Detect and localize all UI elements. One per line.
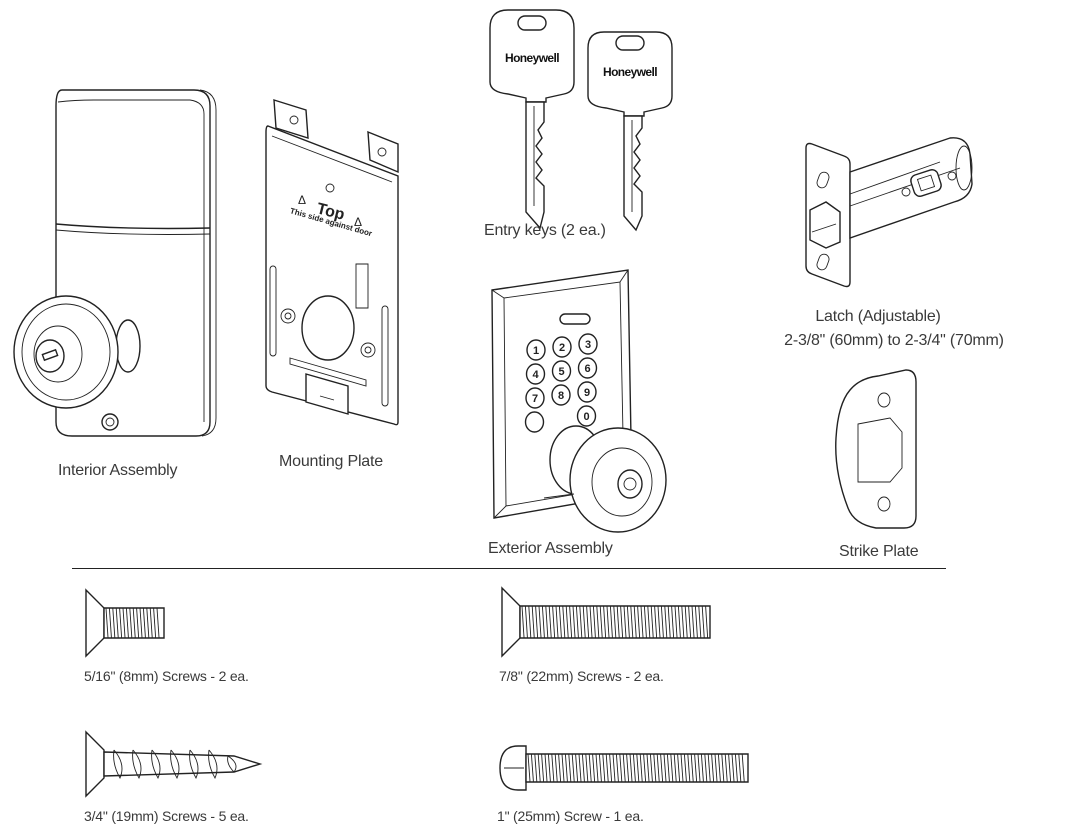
strike-plate-label: Strike Plate	[839, 543, 919, 560]
interior-assembly-label: Interior Assembly	[58, 462, 178, 479]
keypad-key-label: 2	[559, 342, 565, 354]
keypad-key-6	[579, 358, 597, 378]
keypad-key-5	[553, 361, 571, 381]
screw-19mm-label: 3/4" (19mm) Screws - 5 ea.	[84, 808, 249, 824]
keypad-key-label: 8	[558, 390, 564, 402]
latch-label-line1: Latch (Adjustable)	[815, 308, 941, 325]
keypad-key-label: 7	[532, 393, 538, 405]
keypad-key-3	[579, 334, 597, 354]
entry-keys-illustration: Honeywell Honeywell	[486, 6, 680, 232]
svg-text:Δ: Δ	[298, 193, 306, 207]
key-1-brand: Honeywell	[505, 51, 559, 65]
screw-8mm-illustration	[84, 588, 168, 658]
keypad-key-4	[527, 364, 545, 384]
svg-text:Δ: Δ	[354, 215, 362, 229]
screw-22mm-label: 7/8" (22mm) Screws - 2 ea.	[499, 668, 664, 684]
key-2-brand: Honeywell	[603, 65, 657, 79]
mounting-plate-illustration: Δ Δ Top This side against door	[258, 96, 404, 426]
latch-illustration	[800, 132, 976, 288]
keypad-key-9	[578, 382, 596, 402]
keypad-key-label: 3	[585, 339, 591, 351]
keypad-key-7	[526, 388, 544, 408]
latch-label-line2: 2-3/8" (60mm) to 2-3/4" (70mm)	[784, 332, 1004, 349]
keypad-key-label: 9	[584, 387, 590, 399]
keypad-key-label: 0	[583, 411, 589, 423]
section-divider	[72, 568, 946, 569]
keypad-key-label: 1	[533, 345, 539, 357]
plate-top-text: Top	[315, 200, 347, 223]
entry-keys-label: Entry keys (2 ea.)	[484, 222, 606, 239]
screw-25mm-label: 1" (25mm) Screw - 1 ea.	[497, 808, 644, 824]
keypad-key-label: 4	[532, 369, 539, 381]
keypad: 1 2 3 4 5 6 7 8 9 0	[526, 334, 598, 432]
interior-assembly-illustration	[14, 84, 218, 442]
mounting-plate-label: Mounting Plate	[279, 453, 383, 470]
keypad-lock-key	[526, 412, 544, 432]
screw-22mm-illustration	[500, 586, 714, 658]
keypad-key-label: 6	[584, 363, 590, 375]
keypad-key-0	[578, 406, 596, 426]
keypad-key-8	[552, 385, 570, 405]
exterior-assembly-label: Exterior Assembly	[488, 540, 613, 557]
keypad-key-2	[553, 337, 571, 357]
keypad-key-label: 5	[558, 366, 564, 378]
exterior-assembly-illustration: 1 2 3 4 5 6 7 8 9 0	[488, 268, 668, 532]
screw-25mm-illustration	[496, 742, 752, 794]
screw-8mm-label: 5/16" (8mm) Screws - 2 ea.	[84, 668, 249, 684]
strike-plate-illustration	[830, 368, 926, 532]
screw-19mm-illustration	[84, 730, 264, 800]
keypad-key-1	[527, 340, 545, 360]
